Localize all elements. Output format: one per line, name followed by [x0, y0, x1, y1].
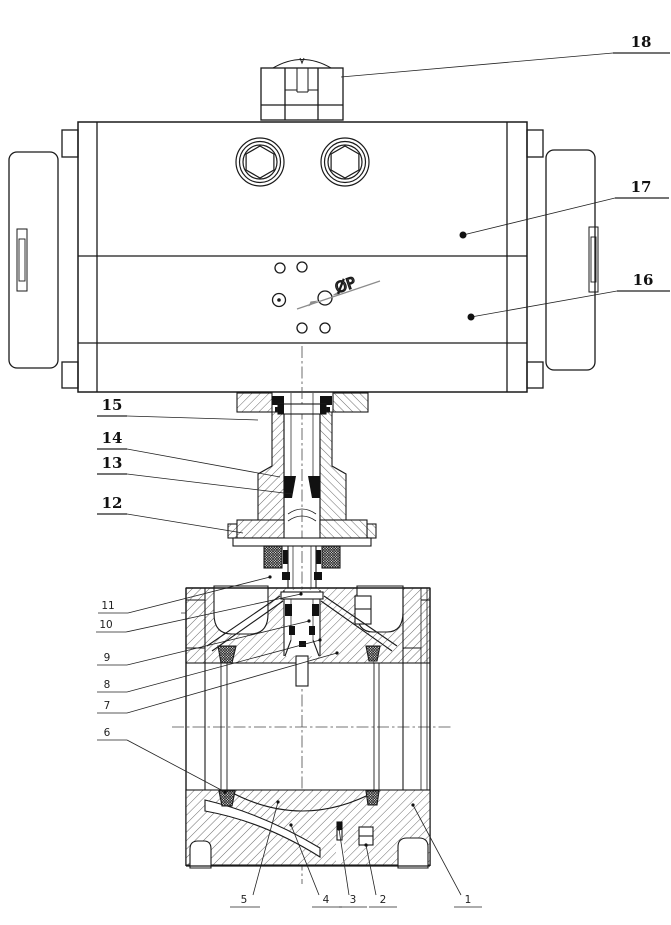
callout-14-label: 14 — [102, 429, 123, 447]
callout-1-label: 1 — [465, 894, 472, 906]
callout-12-label: 12 — [102, 494, 123, 512]
hex-plug-left — [235, 137, 285, 187]
callout-6-label: 6 — [104, 727, 111, 739]
stem-bracket-assembly — [227, 392, 377, 590]
callout-8-label: 8 — [104, 679, 111, 691]
callout-2: 2 — [364, 843, 397, 908]
callout-17-label: 17 — [631, 178, 652, 196]
callout-6: 6 — [97, 727, 227, 794]
callout-10: 10 — [96, 592, 303, 633]
pneumatic-actuator: ØP — [8, 57, 599, 393]
callout-10-label: 10 — [99, 619, 112, 631]
seat-ring-top-right — [365, 645, 381, 662]
callout-11-label: 11 — [101, 600, 114, 612]
valve-body — [185, 585, 431, 869]
end-cap-left — [8, 129, 79, 389]
callout-5-label: 5 — [241, 894, 248, 906]
drain-plug — [358, 826, 374, 846]
pilot-port-holes — [271, 261, 333, 334]
callout-18: 18 — [340, 33, 670, 78]
seat-ring-bottom-right — [365, 790, 380, 806]
callout-9: 9 — [97, 619, 311, 666]
callout-17: 17 — [459, 178, 669, 239]
callout-2-label: 2 — [380, 894, 387, 906]
callout-7: 7 — [97, 651, 339, 714]
callout-3: 3 — [337, 827, 367, 908]
callout-9-label: 9 — [104, 652, 111, 664]
callout-13: 13 — [97, 454, 293, 495]
callouts: 18 17 16 15 14 — [96, 33, 670, 908]
hex-plug-right — [320, 137, 370, 187]
callout-5: 5 — [230, 800, 280, 908]
stem-packing — [280, 590, 324, 687]
callout-15: 15 — [97, 396, 259, 421]
pressure-port-label: ØP — [333, 273, 359, 297]
callout-18-label: 18 — [631, 33, 652, 51]
callout-8: 8 — [97, 638, 322, 693]
callout-3-label: 3 — [350, 894, 357, 906]
body-cavity-channel — [204, 799, 321, 858]
callout-13-label: 13 — [102, 454, 123, 472]
callout-4: 4 — [289, 823, 342, 908]
bonnet-stud-nut — [354, 595, 372, 625]
stem-top-indicator-block — [260, 57, 344, 121]
callout-1: 1 — [411, 803, 482, 908]
callout-16: 16 — [467, 271, 670, 321]
actuator-body — [77, 121, 528, 393]
seat-ring-bottom-left — [218, 790, 236, 807]
callout-4-label: 4 — [323, 894, 330, 906]
seat-ring-top-left — [217, 645, 237, 664]
callout-16-label: 16 — [633, 271, 654, 289]
ball-bottom-arc — [226, 789, 379, 812]
callout-14: 14 — [97, 429, 281, 478]
callout-12: 12 — [97, 494, 244, 534]
callout-15-label: 15 — [102, 396, 123, 414]
pressure-port-dimension: ØP — [296, 273, 381, 310]
callout-7-label: 7 — [104, 700, 111, 712]
ball — [220, 663, 380, 790]
callout-11: 11 — [98, 575, 272, 614]
end-cap-right — [526, 129, 599, 389]
